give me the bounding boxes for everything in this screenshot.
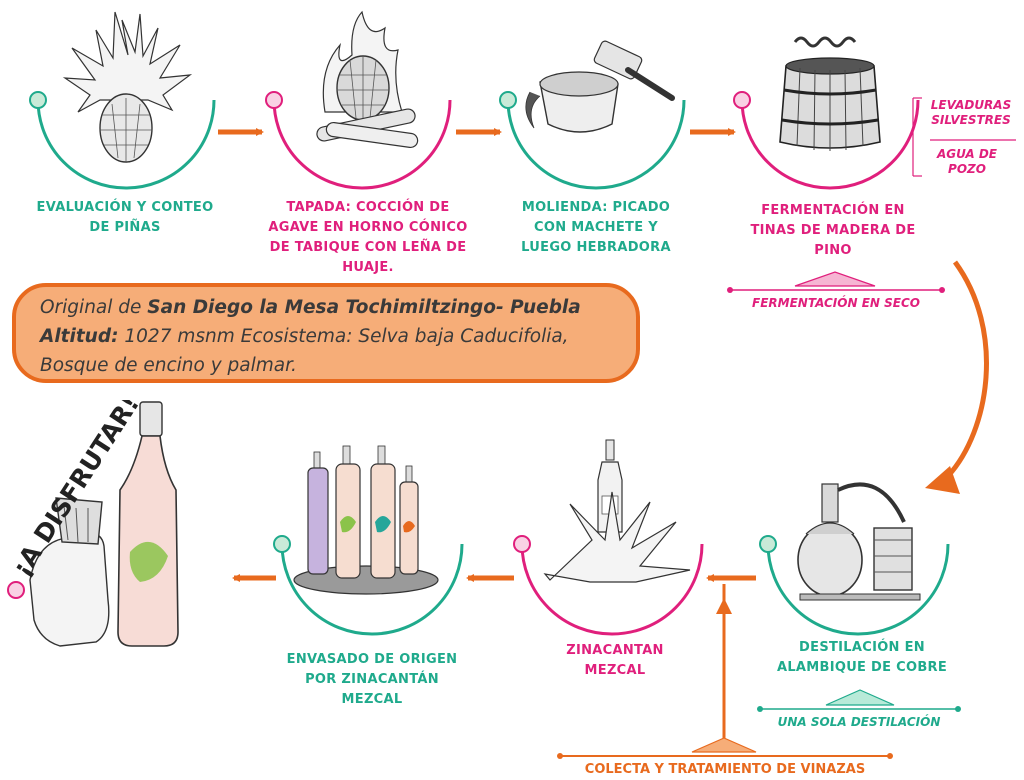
enjoy-title: ¡A DISFRUTAR! — [7, 400, 145, 581]
mezcal-bottle-icon — [117, 401, 179, 647]
step-arc-destilacion — [759, 535, 950, 636]
note-levaduras: LEVADURAS SILVESTRES — [930, 98, 1012, 127]
step-node-zinacantan — [513, 535, 531, 553]
fermentation-inputs-bracket — [912, 97, 1016, 177]
step-arc-zinacantan — [513, 535, 704, 636]
hand-shot-glass-icon — [29, 497, 110, 647]
step-node-disfrutar — [7, 581, 25, 599]
agave-bottle-icon — [543, 439, 691, 583]
step-arc-disfrutar — [7, 581, 25, 599]
step-label-molienda: MOLIENDA: PICADO CON MACHETE Y LUEGO HEB… — [521, 200, 671, 255]
step-label-zinacantan: ZINACANTAN MEZCAL — [566, 643, 664, 678]
step-label-fermentacion: FERMENTACIÓN EN TINAS DE MADERA DE PINO — [750, 203, 916, 258]
note-vinazas: COLECTA Y TRATAMIENTO DE VINAZAS — [584, 762, 866, 777]
origin-line-2: Altitud: 1027 msnm Ecosistema: Selva baj… — [40, 322, 612, 351]
note-una-sola-destilacion: UNA SOLA DESTILACIÓN — [777, 715, 941, 729]
step-label-tapada: TAPADA: COCCIÓN DE AGAVE EN HORNO CÓNICO… — [268, 200, 468, 275]
origin-line-1: Original de San Diego la Mesa Tochimiltz… — [40, 293, 612, 322]
step-node-destilacion — [759, 535, 777, 553]
origin-place: San Diego la Mesa Tochimiltzingo- Puebla — [147, 297, 581, 318]
step-arc-molienda — [499, 91, 686, 190]
step-node-evaluacion — [29, 91, 47, 109]
step-arc-tapada — [265, 91, 452, 190]
mill-mallet-icon — [525, 40, 675, 133]
step-node-molienda — [499, 91, 517, 109]
enjoy-text: ¡A DISFRUTAR! — [7, 400, 145, 581]
step-arc-envasado — [273, 535, 464, 636]
origin-altitude-text: 1027 msnm Ecosistema: Selva baja Caducif… — [118, 326, 569, 347]
note-agua-de-pozo: AGUA DE POZO — [937, 147, 997, 176]
bottles-tray-icon — [293, 445, 439, 595]
note-fermentacion-en-seco: FERMENTACIÓN EN SECO — [752, 296, 920, 310]
origin-altitude-label: Altitud: — [40, 326, 119, 347]
flow-arrow-4 — [946, 260, 989, 478]
flow-arrowhead-4 — [925, 466, 960, 494]
origin-line-3: Bosque de encino y palmar. — [40, 355, 297, 376]
wooden-vat-icon — [779, 36, 881, 151]
step-node-tapada — [265, 91, 283, 109]
copper-still-icon — [797, 482, 921, 601]
step-arc-fermentacion — [733, 91, 920, 190]
step-label-envasado: ENVASADO DE ORIGEN POR ZINACANTÁN MEZCAL — [286, 652, 458, 707]
oven-fire-icon — [316, 10, 419, 149]
step-arc-evaluacion — [29, 91, 216, 190]
step-node-envasado — [273, 535, 291, 553]
vinasse-branch — [557, 584, 893, 759]
origin-prefix: Original de — [40, 297, 148, 318]
origin-info-box: Original de San Diego la Mesa Tochimiltz… — [12, 283, 640, 383]
step-label-destilacion: DESTILACIÓN EN ALAMBIQUE DE COBRE — [776, 640, 948, 675]
step-label-evaluacion: EVALUACIÓN Y CONTEO DE PIÑAS — [36, 200, 214, 235]
dry-fermentation-marker — [727, 271, 945, 293]
step-node-fermentacion — [733, 91, 751, 109]
single-distillation-marker — [757, 689, 961, 712]
agave-pina-icon — [62, 11, 193, 163]
